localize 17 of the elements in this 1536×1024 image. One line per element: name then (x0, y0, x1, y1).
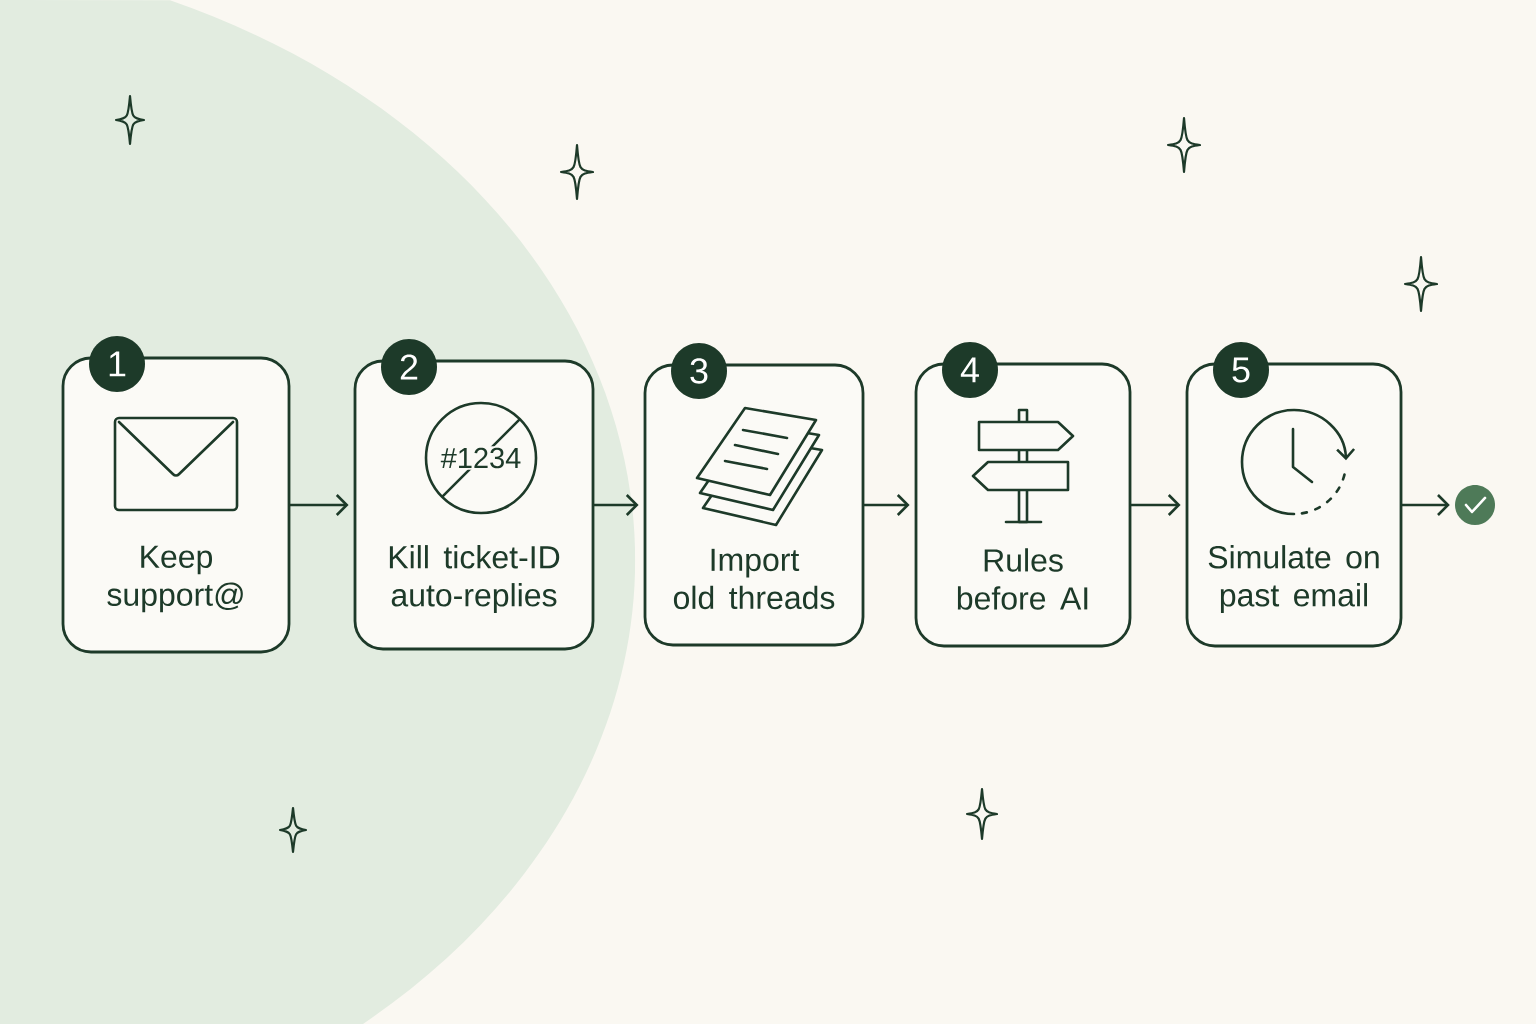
arrow (1130, 494, 1181, 516)
number-badge: 3 (671, 343, 727, 399)
step-label: Keep support@ (107, 545, 243, 613)
step-label: Kill ticket-ID auto-replies (389, 545, 560, 613)
arrow (593, 494, 639, 516)
ticket-number: #1234 (439, 446, 523, 470)
step-label: Import old threads (673, 548, 835, 610)
arrow (1401, 494, 1450, 516)
number-badge: 2 (381, 339, 437, 395)
number-badge: 5 (1213, 342, 1269, 398)
step-label: Simulate on past email (1208, 545, 1379, 613)
check-icon (1455, 485, 1495, 525)
arrow (863, 494, 910, 516)
number-badge: 1 (89, 336, 145, 392)
step-label: Rules before AI (957, 548, 1088, 610)
arrow (289, 494, 349, 516)
number-badge: 4 (942, 342, 998, 398)
